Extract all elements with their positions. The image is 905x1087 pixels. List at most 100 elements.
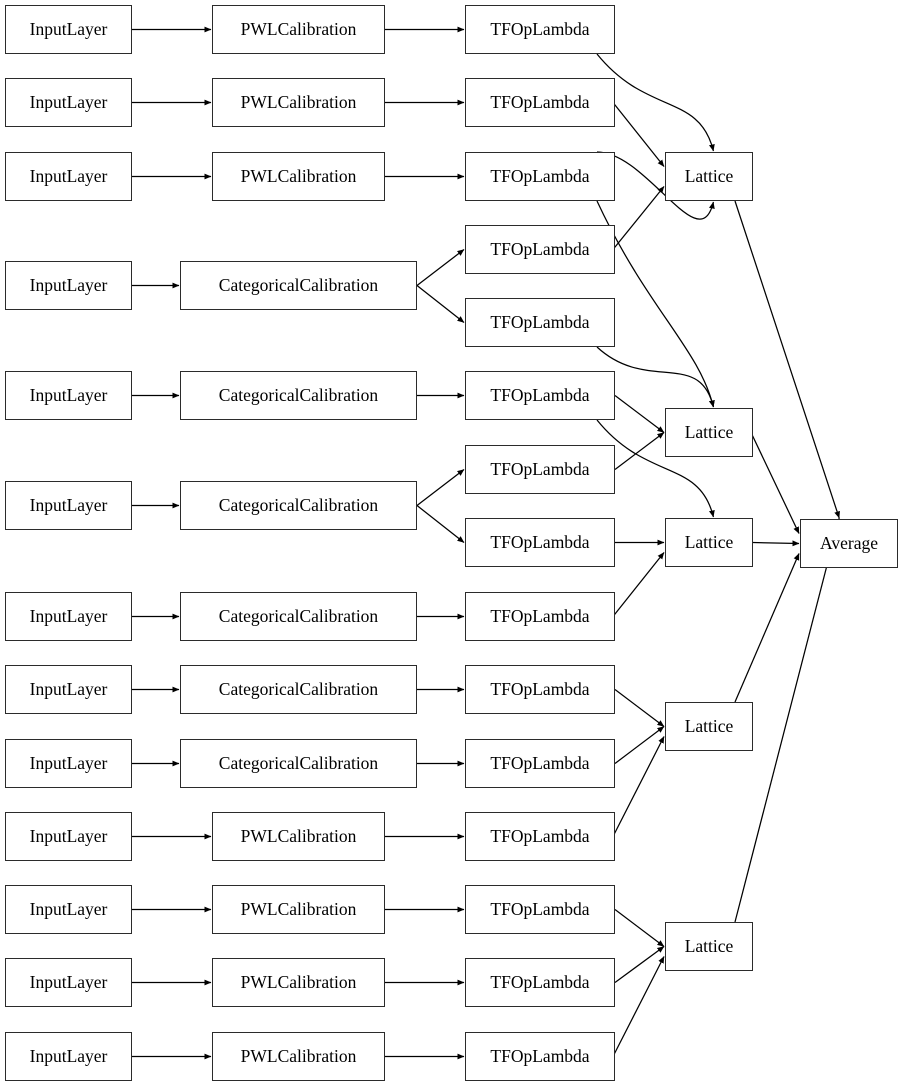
node-label: TFOpLambda — [490, 1045, 590, 1066]
node-cal12[interactable]: PWLCalibration — [212, 958, 385, 1007]
node-label: CategoricalCalibration — [218, 274, 379, 295]
node-label: Lattice — [684, 531, 734, 552]
node-label: Lattice — [684, 715, 734, 736]
node-lam6[interactable]: TFOpLambda — [465, 371, 615, 420]
edge-cal6-to-lam8 — [416, 505, 465, 543]
node-lat3[interactable]: Lattice — [665, 518, 753, 567]
node-cal2[interactable]: PWLCalibration — [212, 78, 385, 127]
node-label: TFOpLambda — [490, 531, 590, 552]
node-cal5[interactable]: CategoricalCalibration — [180, 371, 417, 420]
node-label: InputLayer — [29, 384, 108, 405]
node-in3[interactable]: InputLayer — [5, 152, 132, 201]
edge-lat2-to-avg — [750, 432, 800, 534]
node-lat5[interactable]: Lattice — [665, 922, 753, 971]
node-in2[interactable]: InputLayer — [5, 78, 132, 127]
node-lam1[interactable]: TFOpLambda — [465, 5, 615, 54]
node-cal7[interactable]: CategoricalCalibration — [180, 592, 417, 641]
edge-lat3-to-avg — [752, 540, 800, 547]
node-cal13[interactable]: PWLCalibration — [212, 1032, 385, 1081]
node-in10[interactable]: InputLayer — [5, 812, 132, 861]
node-label: InputLayer — [29, 91, 108, 112]
node-label: TFOpLambda — [490, 311, 590, 332]
node-cal11[interactable]: PWLCalibration — [212, 885, 385, 934]
node-lam4[interactable]: TFOpLambda — [465, 225, 615, 274]
node-label: Lattice — [684, 165, 734, 186]
node-label: TFOpLambda — [490, 165, 590, 186]
node-lam13[interactable]: TFOpLambda — [465, 885, 615, 934]
node-lam9[interactable]: TFOpLambda — [465, 592, 615, 641]
node-label: PWLCalibration — [240, 91, 357, 112]
edge-lat4-to-avg — [734, 553, 800, 703]
node-label: Lattice — [684, 935, 734, 956]
edge-lam11-to-lat4 — [614, 726, 665, 764]
node-label: InputLayer — [29, 165, 108, 186]
node-label: PWLCalibration — [240, 1045, 357, 1066]
node-label: TFOpLambda — [490, 91, 590, 112]
node-cal3[interactable]: PWLCalibration — [212, 152, 385, 201]
node-lam2[interactable]: TFOpLambda — [465, 78, 615, 127]
edge-lam4-to-lat1 — [612, 186, 665, 250]
node-label: Average — [820, 532, 878, 553]
node-label: CategoricalCalibration — [218, 678, 379, 699]
edge-lam7-to-lat2 — [614, 432, 665, 470]
node-lam12[interactable]: TFOpLambda — [465, 812, 615, 861]
node-cal6[interactable]: CategoricalCalibration — [180, 481, 417, 530]
node-lam14[interactable]: TFOpLambda — [465, 958, 615, 1007]
node-label: TFOpLambda — [490, 825, 590, 846]
node-label: InputLayer — [29, 678, 108, 699]
node-in8[interactable]: InputLayer — [5, 665, 132, 714]
node-avg[interactable]: Average — [800, 519, 898, 568]
node-lam3[interactable]: TFOpLambda — [465, 152, 615, 201]
node-lat2[interactable]: Lattice — [665, 408, 753, 457]
node-cal4[interactable]: CategoricalCalibration — [180, 261, 417, 310]
node-cal8[interactable]: CategoricalCalibration — [180, 665, 417, 714]
node-in5[interactable]: InputLayer — [5, 371, 132, 420]
node-label: PWLCalibration — [240, 898, 357, 919]
node-label: InputLayer — [29, 18, 108, 39]
node-in9[interactable]: InputLayer — [5, 739, 132, 788]
node-in1[interactable]: InputLayer — [5, 5, 132, 54]
node-label: TFOpLambda — [490, 458, 590, 479]
node-in11[interactable]: InputLayer — [5, 885, 132, 934]
node-label: CategoricalCalibration — [218, 494, 379, 515]
edge-cal4-to-lam4 — [416, 249, 465, 286]
edge-lam15-to-lat5 — [612, 956, 665, 1057]
edge-cal4-to-lam5 — [416, 285, 465, 323]
node-lam8[interactable]: TFOpLambda — [465, 518, 615, 567]
node-lat4[interactable]: Lattice — [665, 702, 753, 751]
node-label: CategoricalCalibration — [218, 384, 379, 405]
node-label: CategoricalCalibration — [218, 752, 379, 773]
node-label: TFOpLambda — [490, 898, 590, 919]
node-in7[interactable]: InputLayer — [5, 592, 132, 641]
node-label: InputLayer — [29, 274, 108, 295]
node-label: TFOpLambda — [490, 384, 590, 405]
node-label: TFOpLambda — [490, 238, 590, 259]
node-label: InputLayer — [29, 494, 108, 515]
node-label: PWLCalibration — [240, 18, 357, 39]
node-lam7[interactable]: TFOpLambda — [465, 445, 615, 494]
node-cal1[interactable]: PWLCalibration — [212, 5, 385, 54]
node-label: PWLCalibration — [240, 971, 357, 992]
edge-lam12-to-lat4 — [612, 736, 665, 837]
node-cal9[interactable]: CategoricalCalibration — [180, 739, 417, 788]
node-lam15[interactable]: TFOpLambda — [465, 1032, 615, 1081]
node-lat1[interactable]: Lattice — [665, 152, 753, 201]
node-in12[interactable]: InputLayer — [5, 958, 132, 1007]
node-label: InputLayer — [29, 1045, 108, 1066]
node-label: InputLayer — [29, 971, 108, 992]
node-in13[interactable]: InputLayer — [5, 1032, 132, 1081]
node-lam11[interactable]: TFOpLambda — [465, 739, 615, 788]
node-label: TFOpLambda — [490, 971, 590, 992]
node-lam10[interactable]: TFOpLambda — [465, 665, 615, 714]
node-label: InputLayer — [29, 752, 108, 773]
node-label: Lattice — [684, 421, 734, 442]
node-in4[interactable]: InputLayer — [5, 261, 132, 310]
edge-lam6-to-lat2 — [614, 395, 665, 433]
node-label: TFOpLambda — [490, 678, 590, 699]
node-label: InputLayer — [29, 898, 108, 919]
node-cal10[interactable]: PWLCalibration — [212, 812, 385, 861]
node-in6[interactable]: InputLayer — [5, 481, 132, 530]
node-lam5[interactable]: TFOpLambda — [465, 298, 615, 347]
node-label: PWLCalibration — [240, 165, 357, 186]
